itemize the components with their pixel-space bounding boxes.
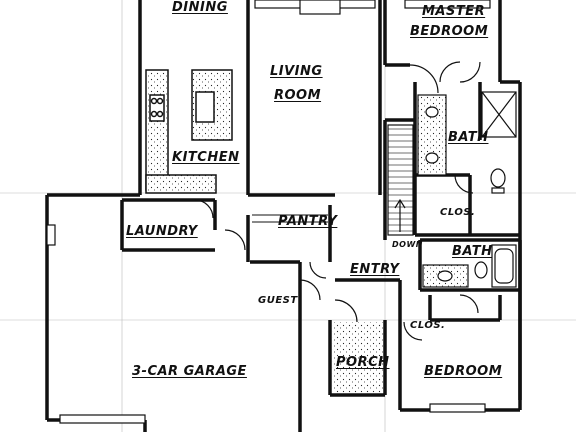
door-swings — [194, 61, 481, 341]
room-label-kitchen: KITCHEN — [172, 150, 240, 165]
room-label-master-bedroom: BEDROOM — [410, 24, 489, 39]
room-label-bedroom: BEDROOM — [424, 364, 503, 379]
room-label-entry: ENTRY — [350, 262, 400, 277]
room-label-porch: PORCH — [336, 355, 390, 370]
room-label-bath-lower: BATH — [452, 244, 493, 259]
room-label-dining: DINING — [172, 0, 228, 15]
room-label-garage: 3-CAR GARAGE — [132, 364, 247, 379]
room-label-living-room: ROOM — [274, 88, 322, 103]
windows — [46, 0, 491, 424]
porch-floor — [332, 322, 383, 393]
lower-bath-fixtures — [422, 244, 517, 288]
master-bath-fixtures — [417, 91, 517, 194]
kitchen-counters — [145, 69, 233, 194]
room-label-bath-upper: BATH — [448, 130, 489, 145]
pantry-shelves — [252, 214, 328, 223]
room-label-master: MASTER — [422, 4, 486, 19]
room-label-closet-upper: CLOS. — [440, 207, 476, 218]
room-label-guest: GUEST — [258, 295, 298, 306]
room-label-closet-lower: CLOS. — [410, 320, 446, 331]
room-label-pantry: PANTRY — [278, 214, 338, 229]
label-stairs-down: DOWN — [392, 240, 423, 249]
room-label-living: LIVING — [270, 64, 323, 79]
room-label-laundry: LAUNDRY — [126, 224, 198, 239]
stairs — [387, 124, 414, 236]
walls — [45, 0, 522, 432]
